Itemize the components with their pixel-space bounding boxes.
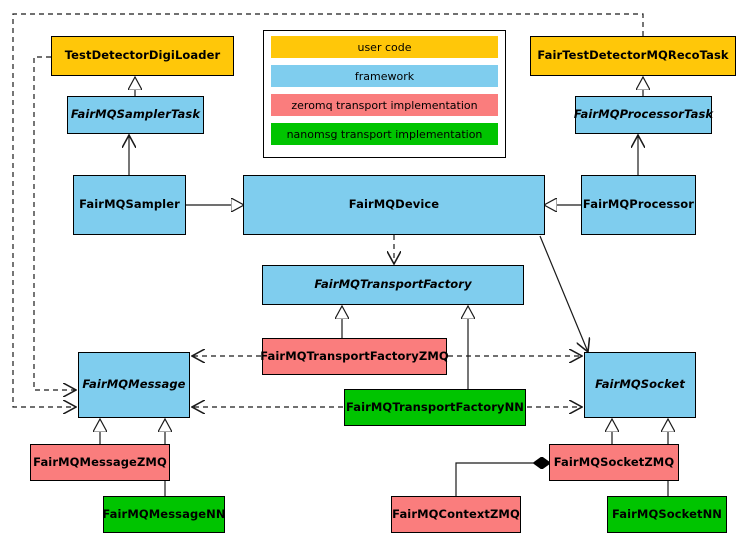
class-box-fairmqsamplertask[interactable]: FairMQSamplerTask xyxy=(67,96,204,134)
class-box-fairmqprocessor[interactable]: FairMQProcessor xyxy=(581,175,696,235)
class-box-fairmqsampler[interactable]: FairMQSampler xyxy=(73,175,186,235)
edge-socketzmq-to-contextzmq xyxy=(455,463,549,496)
class-box-fairmqcontextzmq[interactable]: FairMQContextZMQ xyxy=(391,496,521,533)
class-box-fairmqtransportfactory[interactable]: FairMQTransportFactory xyxy=(262,265,524,305)
legend-label-framework: framework xyxy=(354,69,415,83)
legend-item-zeromq: zeromq transport implementation xyxy=(271,94,498,116)
class-box-fairmqsocketzmq[interactable]: FairMQSocketZMQ xyxy=(549,444,679,481)
legend-label-zeromq: zeromq transport implementation xyxy=(291,98,478,112)
edge-device-to-socket xyxy=(539,235,588,352)
edge-digiloader-to-message xyxy=(33,56,76,390)
class-box-fairmqprocessortask[interactable]: FairMQProcessorTask xyxy=(574,96,713,134)
class-box-fairmqdevice[interactable]: FairMQDevice xyxy=(243,175,545,235)
legend-item-user-code: user code xyxy=(271,36,498,58)
legend-item-nanomsg: nanomsg transport implementation xyxy=(271,123,498,145)
legend-item-framework: framework xyxy=(271,65,498,87)
class-box-fairmqsocketnn[interactable]: FairMQSocketNN xyxy=(607,496,727,533)
class-box-fairmqmessage[interactable]: FairMQMessage xyxy=(78,352,190,418)
class-box-fairmqtransportfactoryzmq[interactable]: FairMQTransportFactoryZMQ xyxy=(260,338,449,375)
class-box-fairmqmessagezmq[interactable]: FairMQMessageZMQ xyxy=(30,444,170,481)
class-box-testdetectordigiloader[interactable]: TestDetectorDigiLoader xyxy=(51,36,234,76)
class-box-fairtestdetectormqrecotask[interactable]: FairTestDetectorMQRecoTask xyxy=(530,36,736,76)
class-box-fairmqmessagenn[interactable]: FairMQMessageNN xyxy=(102,496,226,533)
edge-recotask-to-message xyxy=(12,13,644,407)
legend-label-user-code: user code xyxy=(357,40,412,54)
class-box-fairmqsocket[interactable]: FairMQSocket xyxy=(584,352,696,418)
legend-label-nanomsg: nanomsg transport implementation xyxy=(286,127,483,141)
class-box-fairmqtransportfactorynn[interactable]: FairMQTransportFactoryNN xyxy=(344,389,526,426)
